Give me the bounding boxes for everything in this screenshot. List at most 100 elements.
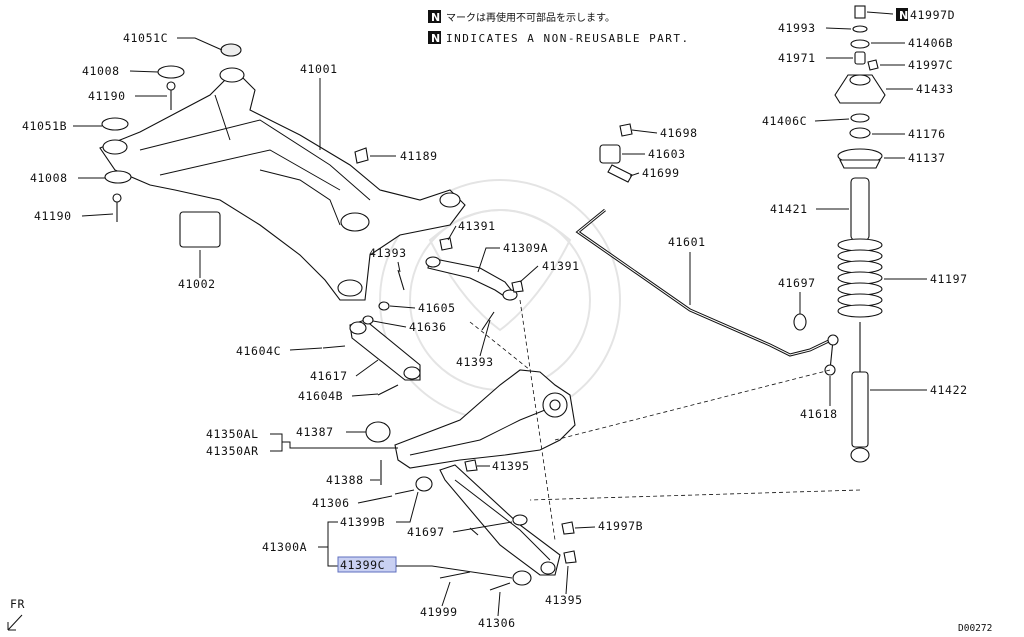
label-41393: 41393 <box>369 246 407 260</box>
marker-letter: N <box>899 9 908 22</box>
bolt-41190 <box>166 81 176 91</box>
label-41189: 41189 <box>400 149 438 163</box>
nut-41395 <box>464 459 478 472</box>
label-41309A: 41309A <box>503 241 548 255</box>
nut-41997C <box>867 59 879 71</box>
label-41395: 41395 <box>545 593 583 607</box>
stopper-41008 <box>104 170 132 184</box>
mount-41433 <box>834 74 886 104</box>
nut-41189 <box>354 147 369 164</box>
highlight-41399C <box>337 556 397 573</box>
label-41636: 41636 <box>409 320 447 334</box>
washer-41051B <box>101 117 129 131</box>
washer-41993 <box>852 25 868 33</box>
marker-letter: N <box>431 11 440 24</box>
label-41406C: 41406C <box>762 114 807 128</box>
label-41997B: 41997B <box>598 519 643 533</box>
lower-arm-assembly <box>394 459 577 591</box>
label-41176: 41176 <box>908 127 946 141</box>
diagram-code: D00272 <box>958 623 992 634</box>
crossmember-hardware <box>101 43 369 248</box>
label-41002: 41002 <box>178 277 216 291</box>
bracket-41002 <box>179 211 221 248</box>
bracket-41699 <box>607 164 633 183</box>
bushing-41603 <box>599 144 621 164</box>
stabilizer-bar <box>512 123 839 526</box>
lower-link <box>322 301 421 396</box>
label-41603: 41603 <box>648 147 686 161</box>
non-reusable-marker-en <box>428 31 441 44</box>
rear-crossmember <box>99 67 466 301</box>
non-reusable-marker <box>896 8 908 21</box>
stopper-41008 <box>157 65 185 79</box>
nut-41997D <box>854 5 866 19</box>
label-41190: 41190 <box>88 89 126 103</box>
washer-41051C <box>220 43 242 57</box>
bushing-41697 <box>793 313 807 331</box>
note-english: INDICATES A NON-REUSABLE PART. <box>446 32 690 45</box>
label-41008: 41008 <box>82 64 120 78</box>
label-41393: 41393 <box>456 355 494 369</box>
label-41617: 41617 <box>310 369 348 383</box>
label-41699: 41699 <box>642 166 680 180</box>
label-41350AR: 41350AR <box>206 444 259 458</box>
bushing-41399B <box>415 476 433 492</box>
nut-41395 <box>563 550 577 564</box>
dust-cover-41421 <box>850 177 870 241</box>
label-41051B: 41051B <box>22 119 67 133</box>
collar-41971 <box>854 51 866 65</box>
label-41001: 41001 <box>300 62 338 76</box>
label-41197: 41197 <box>930 272 968 286</box>
label-41697: 41697 <box>778 276 816 290</box>
marker-letter: N <box>431 32 440 45</box>
label-41051C: 41051C <box>123 31 168 45</box>
label-41999: 41999 <box>420 605 458 619</box>
knuckle-trailing-arm <box>365 369 576 485</box>
shock-absorber-41422 <box>851 371 869 448</box>
label-41137: 41137 <box>908 151 946 165</box>
label-41422: 41422 <box>930 383 968 397</box>
non-reusable-marker-jp <box>428 10 441 23</box>
washer-41636 <box>362 315 374 325</box>
label-41391: 41391 <box>458 219 496 233</box>
shock-absorber-assembly <box>834 5 886 463</box>
bushing-41399C <box>512 570 532 586</box>
label-41387: 41387 <box>296 425 334 439</box>
label-41399B: 41399B <box>340 515 385 529</box>
label-41997D: 41997D <box>910 8 955 22</box>
label-41993: 41993 <box>778 21 816 35</box>
label-41433: 41433 <box>916 82 954 96</box>
nut-41997B <box>561 521 575 535</box>
reference-lines <box>469 299 861 541</box>
label-41306: 41306 <box>312 496 350 510</box>
bushing-41697 <box>512 514 528 526</box>
label-41604B: 41604B <box>298 389 343 403</box>
bolt-41698 <box>619 123 633 137</box>
label-41395: 41395 <box>492 459 530 473</box>
label-41388: 41388 <box>326 473 364 487</box>
label-41997C: 41997C <box>908 58 953 72</box>
label-41406B: 41406B <box>908 36 953 50</box>
label-41399C: 41399C <box>340 558 385 572</box>
label-41604C: 41604C <box>236 344 281 358</box>
label-41698: 41698 <box>660 126 698 140</box>
washer-41406B <box>850 39 870 49</box>
label-41601: 41601 <box>668 235 706 249</box>
non-reusable-note: N マークは再使用不可部品を示します。 N INDICATES A NON-RE… <box>428 10 690 45</box>
washer-41406C <box>850 113 870 123</box>
upper-arm <box>397 237 524 301</box>
label-41008: 41008 <box>30 171 68 185</box>
label-41391: 41391 <box>542 259 580 273</box>
label-41300A: 41300A <box>262 540 307 554</box>
nut-41605 <box>378 301 390 311</box>
label-41421: 41421 <box>770 202 808 216</box>
note-japanese: マークは再使用不可部品を示します。 <box>446 11 615 24</box>
label-41190: 41190 <box>34 209 72 223</box>
front-direction-indicator: FR <box>7 597 24 631</box>
label-41306: 41306 <box>478 616 516 630</box>
label-41971: 41971 <box>778 51 816 65</box>
bolt-41190 <box>112 193 122 203</box>
label-41350AL: 41350AL <box>206 427 259 441</box>
label-41618: 41618 <box>800 407 838 421</box>
